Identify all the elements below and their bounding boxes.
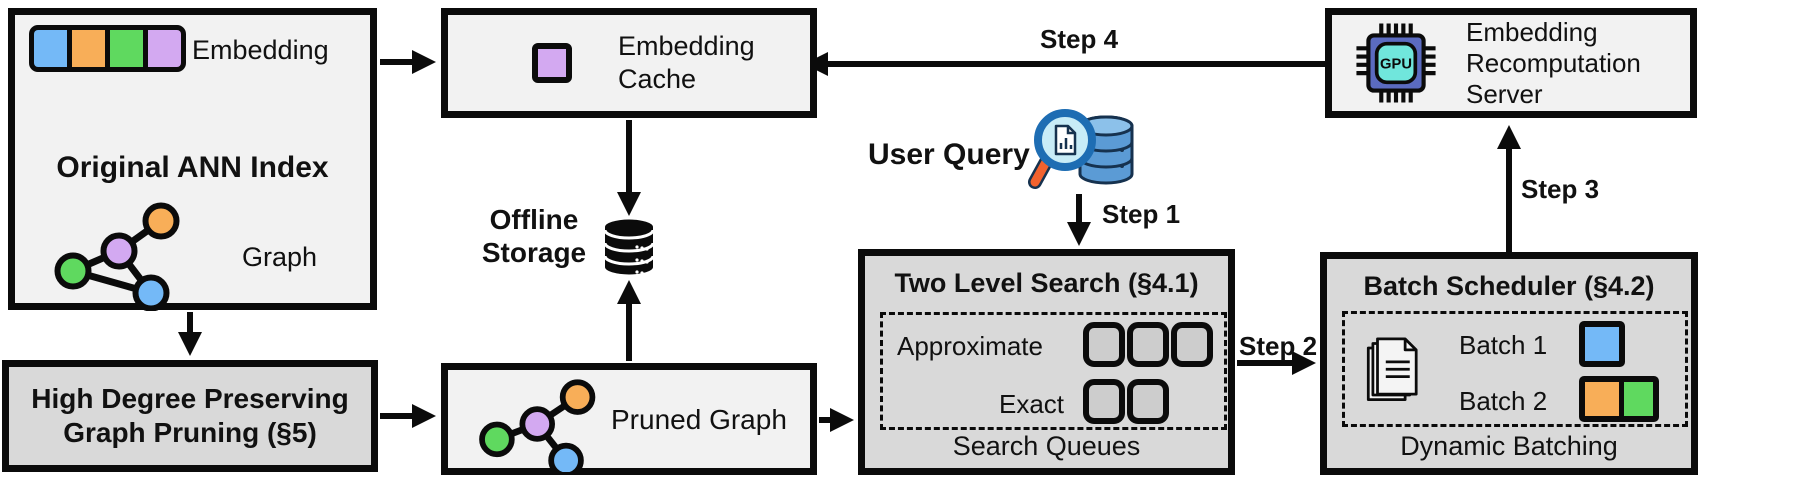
documents-icon xyxy=(1366,337,1418,402)
graph-label: Graph xyxy=(242,242,318,272)
embedding-cache-box: Embedding Cache xyxy=(441,8,817,118)
queue-slot xyxy=(1083,379,1125,424)
batch2-chip-green xyxy=(1619,382,1653,416)
search-queues-panel: Approximate Exact xyxy=(880,312,1227,430)
batch-scheduler-box: Batch Scheduler (§4.2) Batch 1 Batch 2 D… xyxy=(1320,252,1698,475)
graph-pruning-title: High Degree Preserving Graph Pruning (§5… xyxy=(31,383,349,448)
pruned-graph-icon xyxy=(479,379,596,472)
exact-queue-slots xyxy=(1083,379,1169,424)
two-level-search-title: Two Level Search (§4.1) xyxy=(894,268,1199,298)
batch2-chip-orange xyxy=(1585,382,1619,416)
graph-icon xyxy=(54,202,180,311)
embedding-cache-label: Embedding Cache xyxy=(618,31,755,94)
offline-storage-label: Offline Storage xyxy=(481,204,587,268)
approximate-queue-label: Approximate xyxy=(897,331,1043,361)
pruned-graph-label: Pruned Graph xyxy=(611,404,787,435)
search-queues-caption: Search Queues xyxy=(952,431,1141,461)
batch1-color-chip xyxy=(1579,321,1625,367)
gpu-chip-icon: GPU xyxy=(1356,23,1436,103)
user-query-label: User Query xyxy=(868,138,1030,171)
step3-label: Step 3 xyxy=(1521,174,1600,204)
queue-slot xyxy=(1127,379,1169,424)
embedding-cell-purple xyxy=(148,30,181,67)
embedding-cell-blue xyxy=(34,30,67,67)
embedding-cell-orange xyxy=(72,30,105,67)
approximate-queue-slots xyxy=(1083,322,1213,367)
queue-slot xyxy=(1171,322,1213,367)
queue-slot xyxy=(1083,322,1125,367)
embedding-vector-icon xyxy=(29,25,186,72)
embedding-label: Embedding xyxy=(192,35,329,65)
step1-label: Step 1 xyxy=(1102,199,1181,229)
queue-slot xyxy=(1127,322,1169,367)
recomputation-server-label: Embedding Recomputation Server xyxy=(1466,16,1641,109)
user-query-icon xyxy=(1028,109,1134,189)
recomputation-server-box: GPU Embedding Recomputation Server xyxy=(1325,8,1697,118)
step2-label: Step 2 xyxy=(1239,331,1318,361)
two-level-search-box: Two Level Search (§4.1) Approximate Exac… xyxy=(858,249,1235,475)
graph-pruning-box: High Degree Preserving Graph Pruning (§5… xyxy=(2,360,378,472)
original-ann-index-box: Embedding Original ANN Index Graph xyxy=(8,8,377,311)
dynamic-batching-panel: Batch 1 Batch 2 xyxy=(1342,311,1688,427)
cached-embedding-icon xyxy=(532,43,572,83)
embedding-cell-green xyxy=(110,30,143,67)
offline-storage-database-icon xyxy=(603,219,655,276)
batch2-label: Batch 2 xyxy=(1459,386,1548,416)
gpu-chip-label: GPU xyxy=(1380,57,1412,73)
exact-queue-label: Exact xyxy=(999,389,1065,419)
step4-label: Step 4 xyxy=(1040,24,1119,54)
dynamic-batching-caption: Dynamic Batching xyxy=(1400,431,1618,461)
ann-index-title: Original ANN Index xyxy=(56,151,329,184)
pruned-graph-box: Pruned Graph xyxy=(441,363,817,475)
batch1-label: Batch 1 xyxy=(1459,330,1548,360)
batch-scheduler-title: Batch Scheduler (§4.2) xyxy=(1363,271,1655,301)
batch2-color-chips xyxy=(1579,376,1659,422)
